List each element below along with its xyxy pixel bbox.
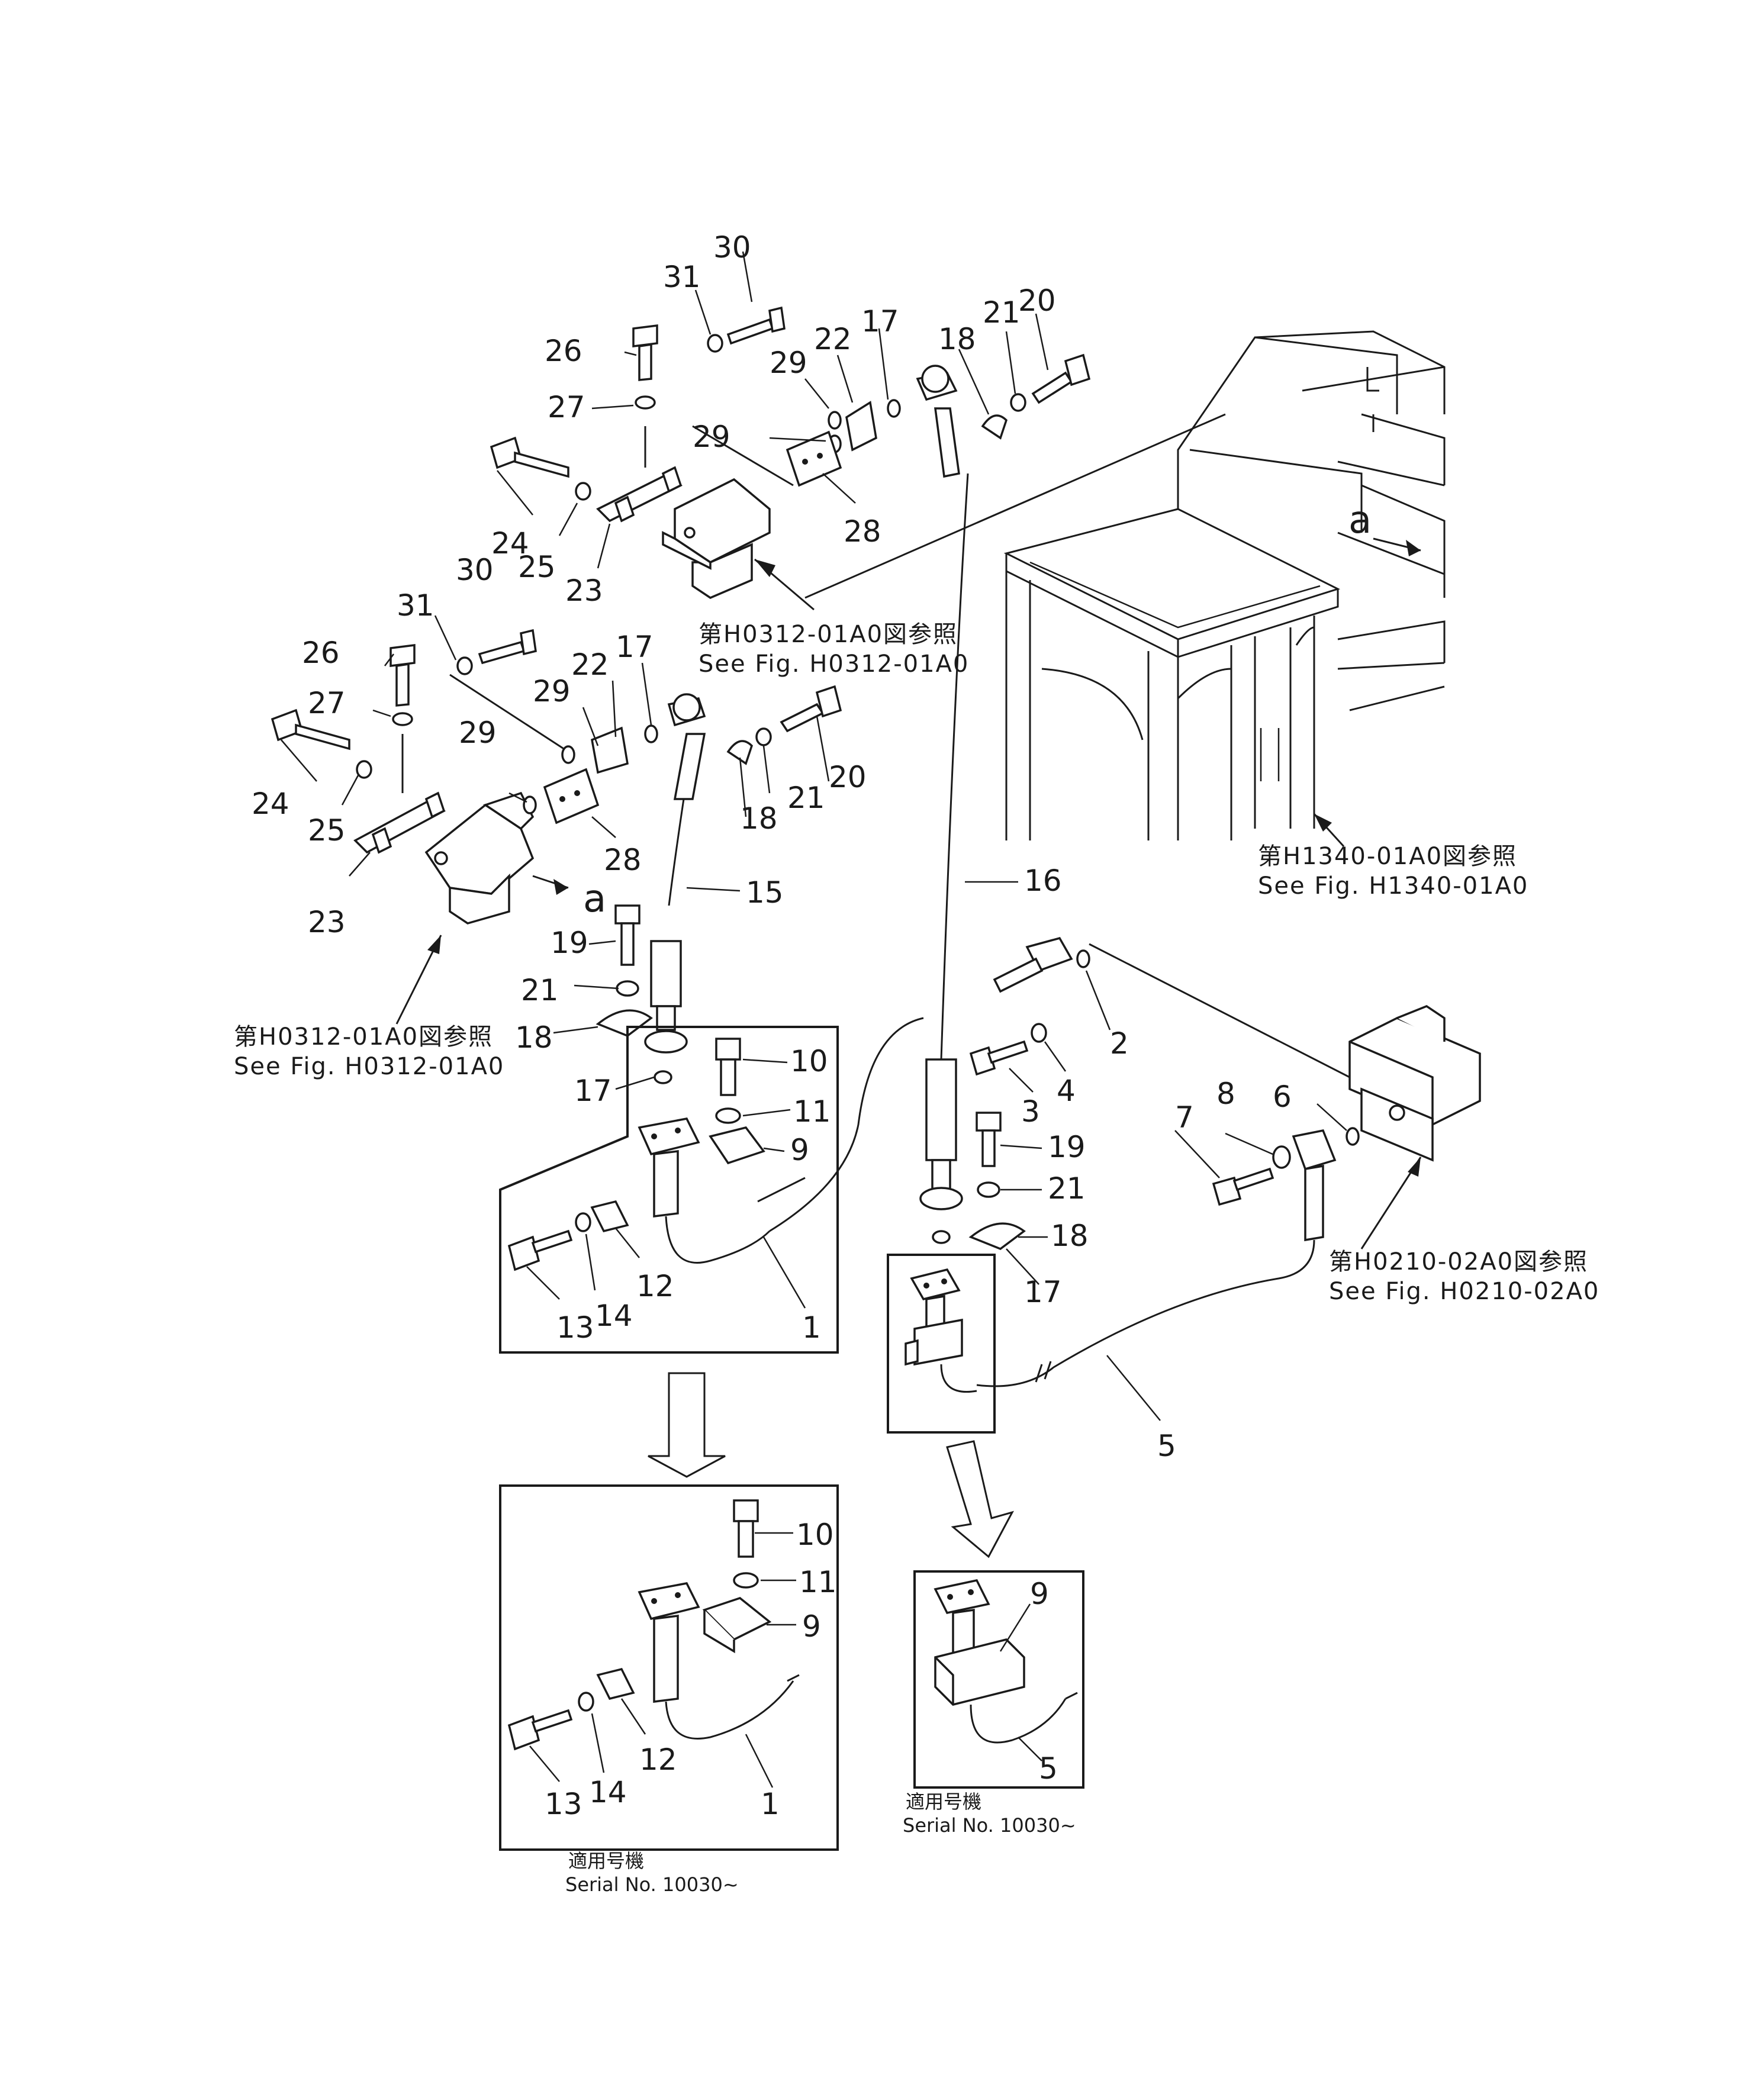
callout-29-lower-b: 29 <box>459 716 497 750</box>
callout-31: 31 <box>663 260 701 294</box>
ref-arrow-frame <box>1313 813 1345 848</box>
callout-13: 13 <box>556 1310 594 1345</box>
callout-21-left: 21 <box>521 973 559 1007</box>
callout-29-lower-a: 29 <box>533 674 571 708</box>
callout-18-mid: 18 <box>1051 1219 1089 1253</box>
callout-17-left: 17 <box>574 1074 612 1108</box>
ref-arrow-upper <box>754 558 815 611</box>
callout-10: 10 <box>790 1044 828 1078</box>
ref-h0312-upper-en: See Fig. H0312-01A0 <box>699 650 969 678</box>
ref-h0312-lower-jp: 第H0312-01A0図参照 <box>234 1023 493 1051</box>
serial-middle-jp: 適用号機 <box>906 1790 981 1813</box>
callout-10-bottom: 10 <box>796 1518 834 1552</box>
ref-h1340-en: See Fig. H1340-01A0 <box>1258 872 1528 900</box>
ref-h0312-upper-jp: 第H0312-01A0図参照 <box>699 621 958 648</box>
callout-18-lower: 18 <box>740 801 778 836</box>
callout-2: 2 <box>1110 1026 1129 1061</box>
serial-left-jp: 適用号機 <box>568 1850 644 1872</box>
callout-18-left: 18 <box>515 1020 553 1055</box>
callout-12-bottom: 12 <box>639 1743 677 1777</box>
callout-20-upper: 20 <box>1018 284 1056 318</box>
callout-27: 27 <box>548 390 585 424</box>
callout-18-upper: 18 <box>938 322 976 356</box>
callout-24-lower: 24 <box>252 787 289 821</box>
callout-11-bottom: 11 <box>799 1565 837 1599</box>
lower-valve-assembly: a <box>271 629 842 925</box>
view-arrow-a-frame: a <box>1348 498 1421 556</box>
callout-15: 15 <box>746 875 784 910</box>
down-arrow-middle <box>946 1440 1014 1558</box>
ref-arrow-lower <box>395 935 442 1025</box>
left-detail-box <box>499 1026 839 1354</box>
callout-14-bottom: 14 <box>589 1775 627 1809</box>
callout-1: 1 <box>802 1310 821 1345</box>
callout-labels: 30 31 26 27 24 25 23 29 22 17 29 28 18 2… <box>252 230 1292 1821</box>
ref-h1340-jp: 第H1340-01A0図参照 <box>1258 843 1517 870</box>
callout-21-mid: 21 <box>1048 1171 1086 1206</box>
callout-4: 4 <box>1057 1074 1076 1108</box>
callout-9: 9 <box>790 1133 809 1167</box>
callout-9-bottom-mid: 9 <box>1030 1577 1049 1611</box>
callout-26: 26 <box>545 334 582 368</box>
callout-25-lower: 25 <box>308 813 346 848</box>
callout-31-lower: 31 <box>397 588 434 623</box>
callout-28-lower: 28 <box>604 843 642 877</box>
callout-20-lower: 20 <box>829 760 867 794</box>
callout-26-lower: 26 <box>302 636 340 670</box>
callout-12: 12 <box>636 1269 674 1303</box>
callout-3: 3 <box>1021 1094 1040 1129</box>
down-arrow-left <box>648 1372 726 1478</box>
callout-23-lower: 23 <box>308 905 346 939</box>
callout-24: 24 <box>491 526 529 561</box>
callout-23: 23 <box>565 574 603 608</box>
ref-h0210-en: See Fig. H0210-02A0 <box>1329 1278 1599 1305</box>
hose-15-assembly <box>596 904 688 1084</box>
middle-detail-box <box>887 1254 996 1434</box>
callout-25: 25 <box>518 550 556 584</box>
callout-5: 5 <box>1157 1429 1176 1463</box>
callout-11: 11 <box>793 1094 831 1129</box>
callout-8: 8 <box>1216 1077 1235 1111</box>
bottom-left-detail-box <box>499 1484 839 1851</box>
callout-1-bottom: 1 <box>761 1787 780 1821</box>
callout-9-bottom: 9 <box>802 1609 821 1644</box>
callout-29-upper-a: 29 <box>770 346 807 380</box>
callout-16: 16 <box>1024 864 1062 898</box>
serial-left-en: Serial No. 10030~ <box>565 1873 739 1896</box>
reference-notes: 第H0312-01A0図参照 See Fig. H0312-01A0 第H031… <box>234 621 1599 1305</box>
callout-30: 30 <box>713 230 751 265</box>
serial-notes: 適用号機 Serial No. 10030~ 適用号機 Serial No. 1… <box>565 1790 1076 1896</box>
callout-6: 6 <box>1273 1080 1292 1114</box>
callout-13-bottom: 13 <box>545 1787 582 1821</box>
ref-h0210-jp: 第H0210-02A0図参照 <box>1329 1248 1588 1276</box>
svg-text:a: a <box>1348 498 1372 542</box>
callout-14: 14 <box>595 1299 633 1333</box>
frame-structure <box>1003 330 1446 840</box>
callout-17-mid: 17 <box>1024 1275 1062 1309</box>
callout-21-upper: 21 <box>983 295 1021 330</box>
callout-28-upper: 28 <box>844 514 881 549</box>
callout-17-lower: 17 <box>616 630 654 664</box>
svg-text:a: a <box>583 877 606 921</box>
callout-19-mid: 19 <box>1048 1130 1086 1164</box>
callout-30-lower: 30 <box>456 553 494 587</box>
callout-7: 7 <box>1175 1100 1194 1135</box>
callout-22-lower: 22 <box>571 648 609 682</box>
callout-21-lower: 21 <box>787 781 825 815</box>
callout-5-bottom: 5 <box>1039 1751 1058 1786</box>
leader-lines <box>281 251 1347 1788</box>
bottom-middle-detail-box <box>913 1570 1084 1789</box>
ref-arrow-block <box>1360 1157 1422 1249</box>
callout-22-upper: 22 <box>814 322 852 356</box>
callout-19-left: 19 <box>551 926 588 960</box>
callout-29-upper-b: 29 <box>693 420 730 454</box>
upper-valve-assembly <box>490 306 1226 599</box>
serial-middle-en: Serial No. 10030~ <box>903 1814 1076 1837</box>
ref-h0312-lower-en: See Fig. H0312-01A0 <box>234 1053 504 1080</box>
callout-17-upper: 17 <box>861 304 899 339</box>
hose-16-assembly <box>769 473 1481 1387</box>
callout-27-lower: 27 <box>308 686 346 720</box>
